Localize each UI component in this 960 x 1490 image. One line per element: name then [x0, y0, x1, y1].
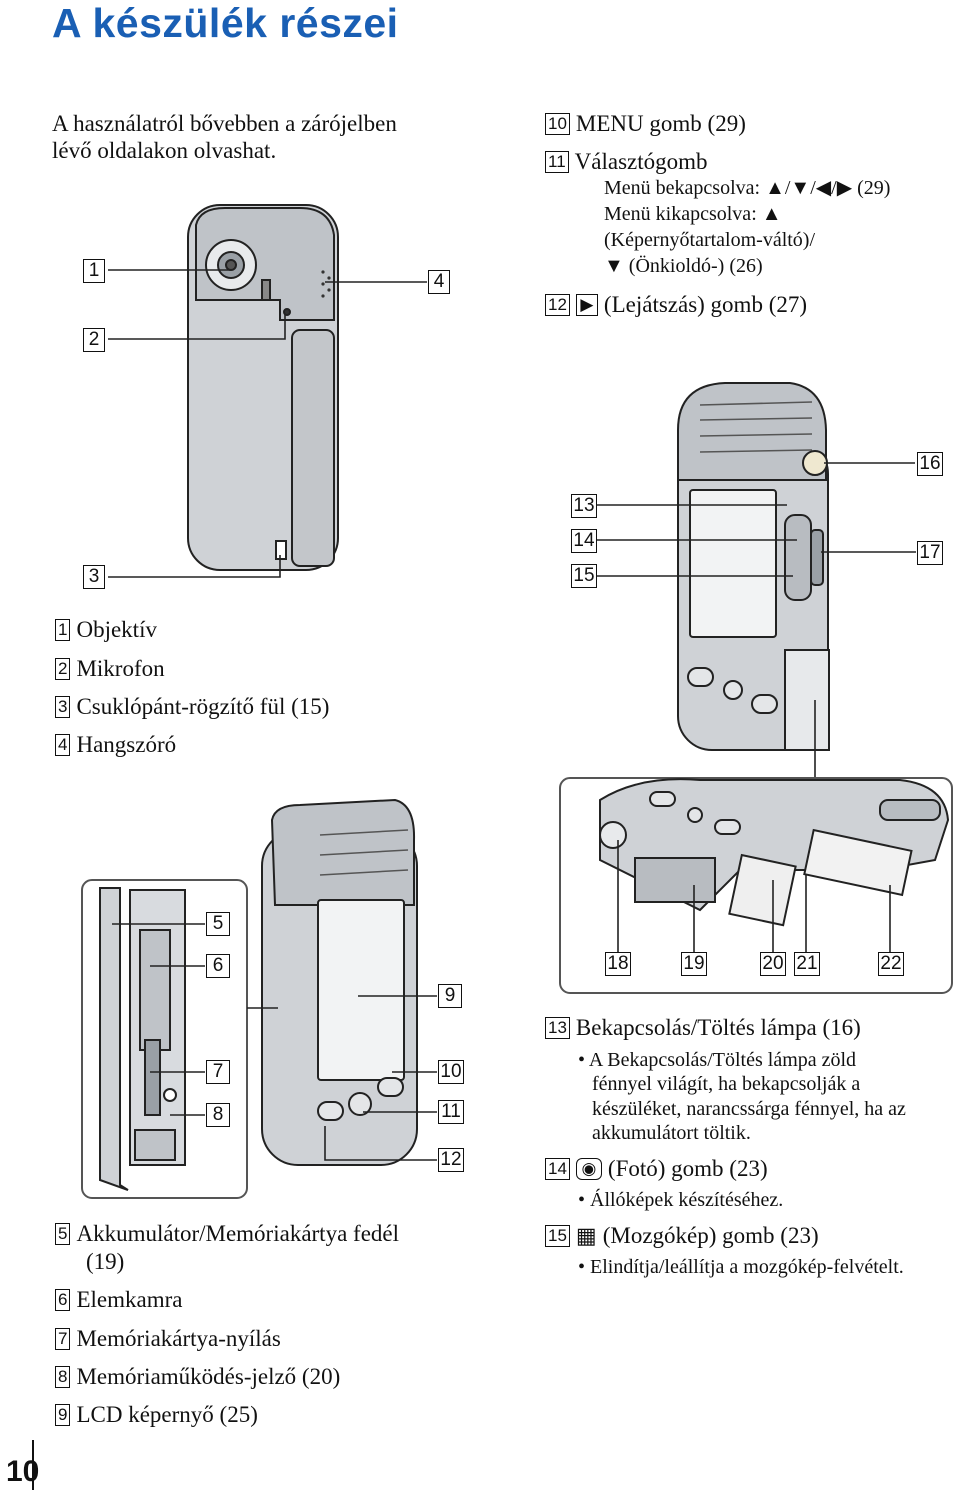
- callout-22: 22: [878, 952, 904, 976]
- device-front-view-2: [261, 798, 418, 1166]
- legend-text: Akkumulátor/Memóriakártya fedél: [76, 1221, 399, 1246]
- callout-9: 9: [438, 984, 462, 1008]
- callout-16: 16: [917, 452, 943, 476]
- item-13-bullet-3: készüléket, narancssárga fénnyel, ha az: [592, 1098, 906, 1120]
- num-box: 5: [55, 1223, 71, 1245]
- num-box: 9: [55, 1404, 71, 1426]
- legend-text: Memóriaműködés-jelző (20): [76, 1364, 341, 1389]
- intro-line-1: A használatról bővebben a zárójelben: [52, 111, 397, 136]
- num-box: 2: [55, 658, 71, 680]
- legend-text: Mikrofon: [76, 656, 165, 681]
- item-13-bullet-2: fénnyel világít, ha bekapcsolják a: [592, 1073, 861, 1095]
- callout-6: 6: [206, 954, 230, 978]
- item-12-label: (Lejátszás) gomb (27): [603, 292, 808, 317]
- callout-7: 7: [206, 1060, 230, 1084]
- callout-17: 17: [917, 541, 943, 565]
- item-13-bullet-4: akkumulátort töltik.: [592, 1122, 751, 1144]
- item-11-line-2: Menü kikapcsolva: ▲: [604, 203, 782, 225]
- num-box: 7: [55, 1328, 71, 1350]
- legend-text: Elemkamra: [76, 1287, 183, 1312]
- device-front-view: [677, 382, 830, 751]
- callout-4: 4: [428, 270, 450, 294]
- item-11-line-1: Menü bekapcsolva: ▲/▼/◀/▶ (29): [604, 177, 891, 199]
- callout-21: 21: [794, 952, 820, 976]
- num-box: 6: [55, 1289, 71, 1311]
- item-14-bullet-1: • Állóképek készítéséhez.: [578, 1189, 784, 1211]
- num-box: 8: [55, 1366, 71, 1388]
- item-12-row: 12▶(Lejátszás) gomb (27): [545, 291, 807, 318]
- intro-line-2: lévő oldalakon olvashat.: [52, 138, 277, 163]
- callout-2: 2: [83, 328, 105, 352]
- battery-cover-detail: [81, 879, 248, 1199]
- legend-text: (Fotó) gomb (23): [607, 1156, 768, 1181]
- legend-item-5-cont: (19): [86, 1249, 125, 1274]
- callout-12: 12: [438, 1148, 464, 1172]
- item-10-label: MENU gomb (29): [575, 111, 746, 136]
- page-number: 10: [6, 1455, 40, 1488]
- callout-19: 19: [681, 952, 707, 976]
- item-15-bullet-1: • Elindítja/leállítja a mozgókép-felvéte…: [578, 1256, 904, 1278]
- num-box-10: 10: [545, 113, 570, 135]
- callout-10: 10: [438, 1060, 464, 1084]
- callout-13: 13: [571, 494, 597, 518]
- callout-5: 5: [206, 912, 230, 936]
- callout-1: 1: [83, 259, 105, 283]
- num-box-11: 11: [545, 151, 569, 173]
- legend-text: (Mozgókép) gomb (23): [602, 1223, 819, 1248]
- callout-11: 11: [438, 1100, 464, 1124]
- callout-15: 15: [571, 564, 597, 588]
- bottom-detail-view: [559, 777, 953, 994]
- legend-item-15: 15▦(Mozgókép) gomb (23): [545, 1222, 819, 1251]
- item-11-label: Választógomb: [574, 149, 708, 174]
- num-box: 4: [55, 734, 71, 756]
- item-11-line-4: ▼ (Önkioldó-) (26): [604, 255, 763, 277]
- item-13-bullet-1: • A Bekapcsolás/Töltés lámpa zöld: [578, 1049, 857, 1071]
- callout-8: 8: [206, 1103, 230, 1127]
- callout-18: 18: [605, 952, 631, 976]
- play-icon: ▶: [575, 294, 598, 316]
- legend-text: Memóriakártya-nyílás: [76, 1326, 281, 1351]
- legend-text: Hangszóró: [76, 732, 177, 757]
- num-box-12: 12: [545, 294, 570, 316]
- callout-3: 3: [83, 565, 105, 589]
- movie-icon: ▦: [575, 1224, 597, 1249]
- page-title: A készülék részei: [52, 0, 399, 46]
- num-box: 15: [545, 1225, 570, 1247]
- device-rear-view: [187, 204, 339, 571]
- callout-20: 20: [760, 952, 786, 976]
- legend-item-14: 14◉(Fotó) gomb (23): [545, 1155, 768, 1183]
- legend-text: Bekapcsolás/Töltés lámpa (16): [575, 1015, 861, 1040]
- legend-text: LCD képernyő (25): [76, 1402, 258, 1427]
- num-box: 1: [55, 619, 71, 641]
- num-box: 14: [545, 1158, 570, 1180]
- num-box: 3: [55, 696, 71, 718]
- callout-14: 14: [571, 529, 597, 553]
- page-number-rule: [32, 1440, 34, 1490]
- legend-text: Csuklópánt-rögzítő fül (15): [76, 694, 330, 719]
- num-box: 13: [545, 1017, 570, 1039]
- item-11-line-3: (Képernyőtartalom-váltó)/: [604, 229, 816, 251]
- camera-icon: ◉: [575, 1158, 602, 1180]
- legend-text: Objektív: [76, 617, 157, 642]
